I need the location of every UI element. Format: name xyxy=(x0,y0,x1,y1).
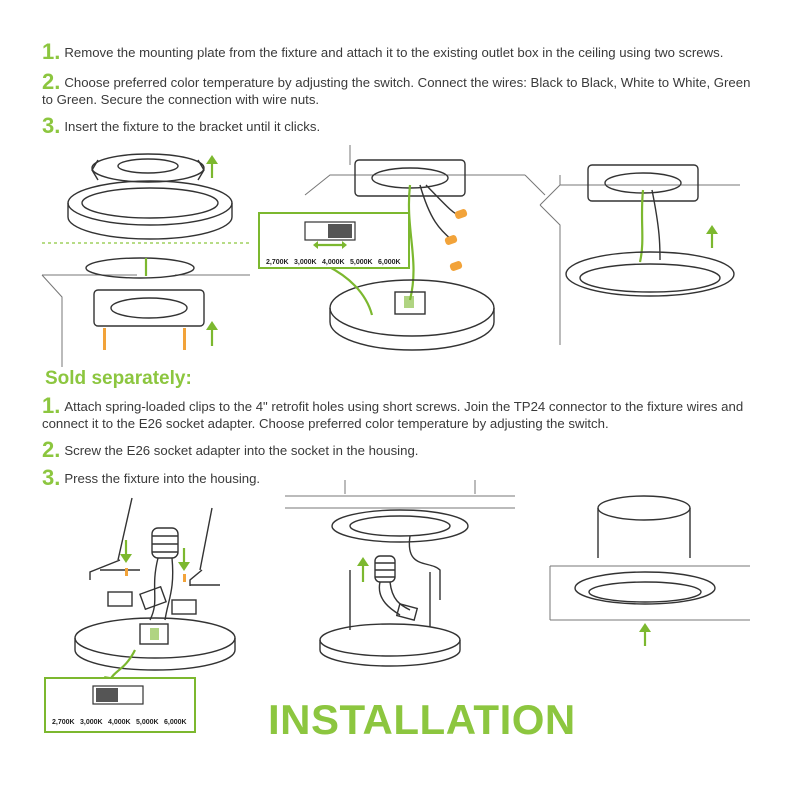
switch-temp-label-1: 2,700K xyxy=(266,259,289,266)
step-1-text: Remove the mounting plate from the fixtu… xyxy=(64,45,724,60)
diagram-4-spring-clips: 2,700K 3,000K 4,000K 5,000K 6,000K xyxy=(44,497,236,733)
step-3-text: Insert the fixture to the bracket until … xyxy=(64,119,321,134)
sold-step-2-number: 2. xyxy=(42,437,61,462)
diagram-1-mounting-plate xyxy=(41,153,250,367)
diagram-3-insert-fixture xyxy=(539,164,740,345)
sold-step-2-text: Screw the E26 socket adapter into the so… xyxy=(64,443,419,458)
step-2-text: Choose preferred color temperature by ad… xyxy=(42,75,751,107)
sold-step-1-text: Attach spring-loaded clips to the 4" ret… xyxy=(42,399,744,431)
switch2-temp-label-1: 2,700K xyxy=(52,719,75,726)
step-2-number: 2. xyxy=(42,69,61,94)
switch2-temp-label-2: 3,000K xyxy=(80,719,103,726)
diagram-6-press-fixture xyxy=(549,495,750,646)
step-1-number: 1. xyxy=(42,39,61,64)
switch2-temp-label-3: 4,000K xyxy=(108,719,131,726)
installation-title: INSTALLATION xyxy=(268,696,576,743)
switch-temp-label-4: 5,000K xyxy=(350,259,373,266)
sold-separately-heading: Sold separately: xyxy=(45,368,192,389)
diagram-2-wiring: 2,700K 3,000K 4,000K 5,000K 6,000K xyxy=(258,145,546,351)
step-3: 3.Insert the fixture to the bracket unti… xyxy=(42,115,762,137)
diagram-5-socket-housing xyxy=(285,480,515,667)
step-2: 2.Choose preferred color temperature by … xyxy=(42,71,762,108)
step-3-number: 3. xyxy=(42,113,61,138)
switch-temp-label-2: 3,000K xyxy=(294,259,317,266)
sold-step-3-number: 3. xyxy=(42,465,61,490)
switch2-temp-label-4: 5,000K xyxy=(136,719,159,726)
sold-step-3-text: Press the fixture into the housing. xyxy=(64,471,261,486)
step-1: 1.Remove the mounting plate from the fix… xyxy=(42,41,762,63)
sold-step-1-number: 1. xyxy=(42,393,61,418)
sold-step-2: 2.Screw the E26 socket adapter into the … xyxy=(42,439,762,461)
switch-callout-box-2 xyxy=(44,677,196,733)
switch2-temp-label-5: 6,000K xyxy=(164,719,187,726)
switch-temp-label-5: 6,000K xyxy=(378,259,401,266)
sold-step-3: 3.Press the fixture into the housing. xyxy=(42,467,762,489)
sold-step-1: 1.Attach spring-loaded clips to the 4" r… xyxy=(42,395,764,432)
switch-temp-label-3: 4,000K xyxy=(322,259,345,266)
